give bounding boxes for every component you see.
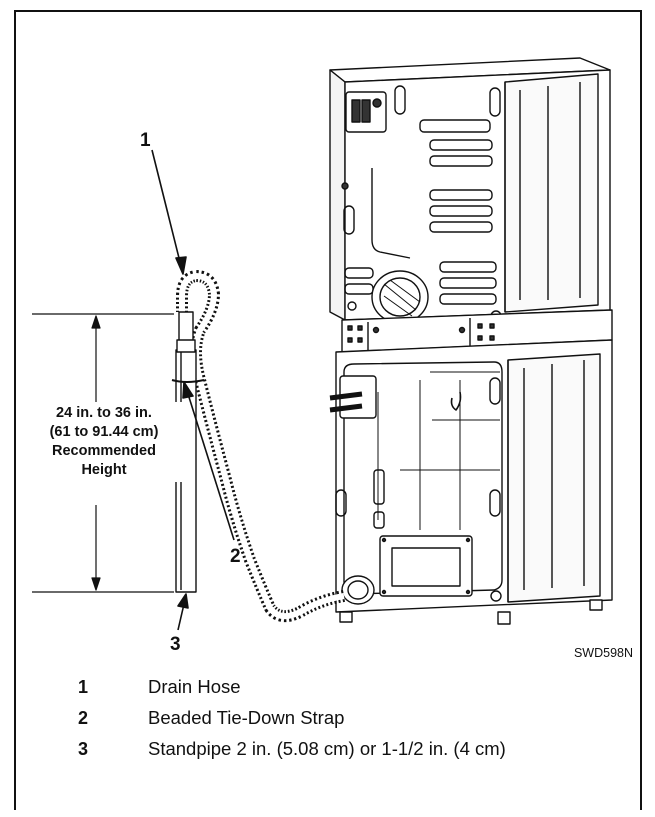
- legend-item: 3 Standpipe 2 in. (5.08 cm) or 1-1/2 in.…: [78, 738, 638, 769]
- legend-text: Drain Hose: [148, 676, 241, 697]
- callout-1: 1: [140, 130, 151, 151]
- legend-number: 3: [78, 739, 89, 759]
- height-label-line: Height: [81, 462, 127, 478]
- legend-number: 1: [78, 677, 89, 697]
- callout-leaders: [151, 149, 235, 631]
- legend-item: 2 Beaded Tie-Down Strap: [78, 707, 638, 738]
- height-label-line: Recommended: [52, 443, 156, 459]
- height-dimension: [32, 313, 174, 593]
- drain-hose: [176, 270, 346, 623]
- height-label-line: (61 to 91.44 cm): [49, 424, 159, 440]
- callout-3: 3: [170, 634, 181, 655]
- height-label-line: 24 in. to 36 in.: [56, 405, 152, 421]
- legend-text: Standpipe 2 in. (5.08 cm) or 1-1/2 in. (…: [148, 738, 506, 759]
- height-label: 24 in. to 36 in. (61 to 91.44 cm) Recomm…: [24, 402, 184, 482]
- callout-2: 2: [230, 546, 241, 567]
- legend-text: Beaded Tie-Down Strap: [148, 707, 345, 728]
- stacked-washer-dryer-illustration: [32, 57, 613, 631]
- legend-item: 1 Drain Hose: [78, 676, 638, 707]
- legend-number: 2: [78, 708, 89, 728]
- dryer-unit: [329, 57, 611, 324]
- installation-figure: 1 2 3 24 in. to 36 in. (61 to 91.44 cm) …: [24, 57, 633, 660]
- figure-frame: [14, 10, 642, 810]
- legend: 1 Drain Hose 2 Beaded Tie-Down Strap 3 S…: [78, 676, 638, 769]
- figure-ref-code: SWD598N: [573, 646, 633, 660]
- washer-unit: [329, 339, 613, 625]
